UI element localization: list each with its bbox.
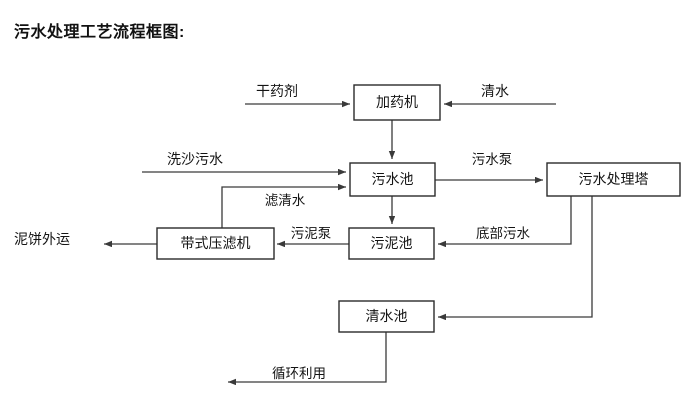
node-belt-filter-press[interactable]: 带式压滤机 <box>156 227 275 260</box>
edge-filtrate-to-wastewater: 滤清水 <box>221 183 346 228</box>
node-sludge-pool[interactable]: 污泥池 <box>348 227 435 260</box>
edge-label-recycle: 循环利用 <box>272 366 326 381</box>
terminal-label-clean-water: 清水 <box>481 83 509 99</box>
edge-label-bottom-sewage: 底部污水 <box>476 226 530 241</box>
terminal-label-sand-wash-wastewater: 洗沙污水 <box>167 151 223 167</box>
page-title: 污水处理工艺流程框图: <box>14 24 185 41</box>
node-label-wastewater-pool: 污水池 <box>372 171 414 187</box>
node-label-dosing-machine: 加药机 <box>376 94 418 110</box>
node-clear-water-pool[interactable]: 清水池 <box>338 300 435 333</box>
node-treatment-tower[interactable]: 污水处理塔 <box>546 162 681 197</box>
node-label-sludge-pool: 污泥池 <box>371 235 413 251</box>
edge-label-sewage-pump: 污水泵 <box>472 152 513 167</box>
edge-tower-to-clearwater <box>438 196 593 321</box>
terminal-label-dry-chemical: 干药剂 <box>256 83 298 99</box>
node-label-clear-water-pool: 清水池 <box>366 308 408 324</box>
edge-label-sludge-pump: 污泥泵 <box>291 226 332 241</box>
node-wastewater-pool[interactable]: 污水池 <box>349 162 436 197</box>
edge-label-filtrate: 滤清水 <box>265 193 306 208</box>
node-label-belt-filter-press: 带式压滤机 <box>181 235 251 251</box>
edge-wastewater-to-tower: 污水泵 <box>435 152 543 184</box>
edge-tower-bottom-to-sludge: 底部污水 <box>438 196 572 248</box>
edge-clearwater-to-recycle: 循环利用 <box>228 332 387 386</box>
node-label-treatment-tower: 污水处理塔 <box>579 171 649 187</box>
node-dosing-machine[interactable]: 加药机 <box>353 84 441 121</box>
terminal-label-mud-cake-transport: 泥饼外运 <box>14 231 70 247</box>
edge-sludge-to-filter-press: 污泥泵 <box>277 226 349 248</box>
